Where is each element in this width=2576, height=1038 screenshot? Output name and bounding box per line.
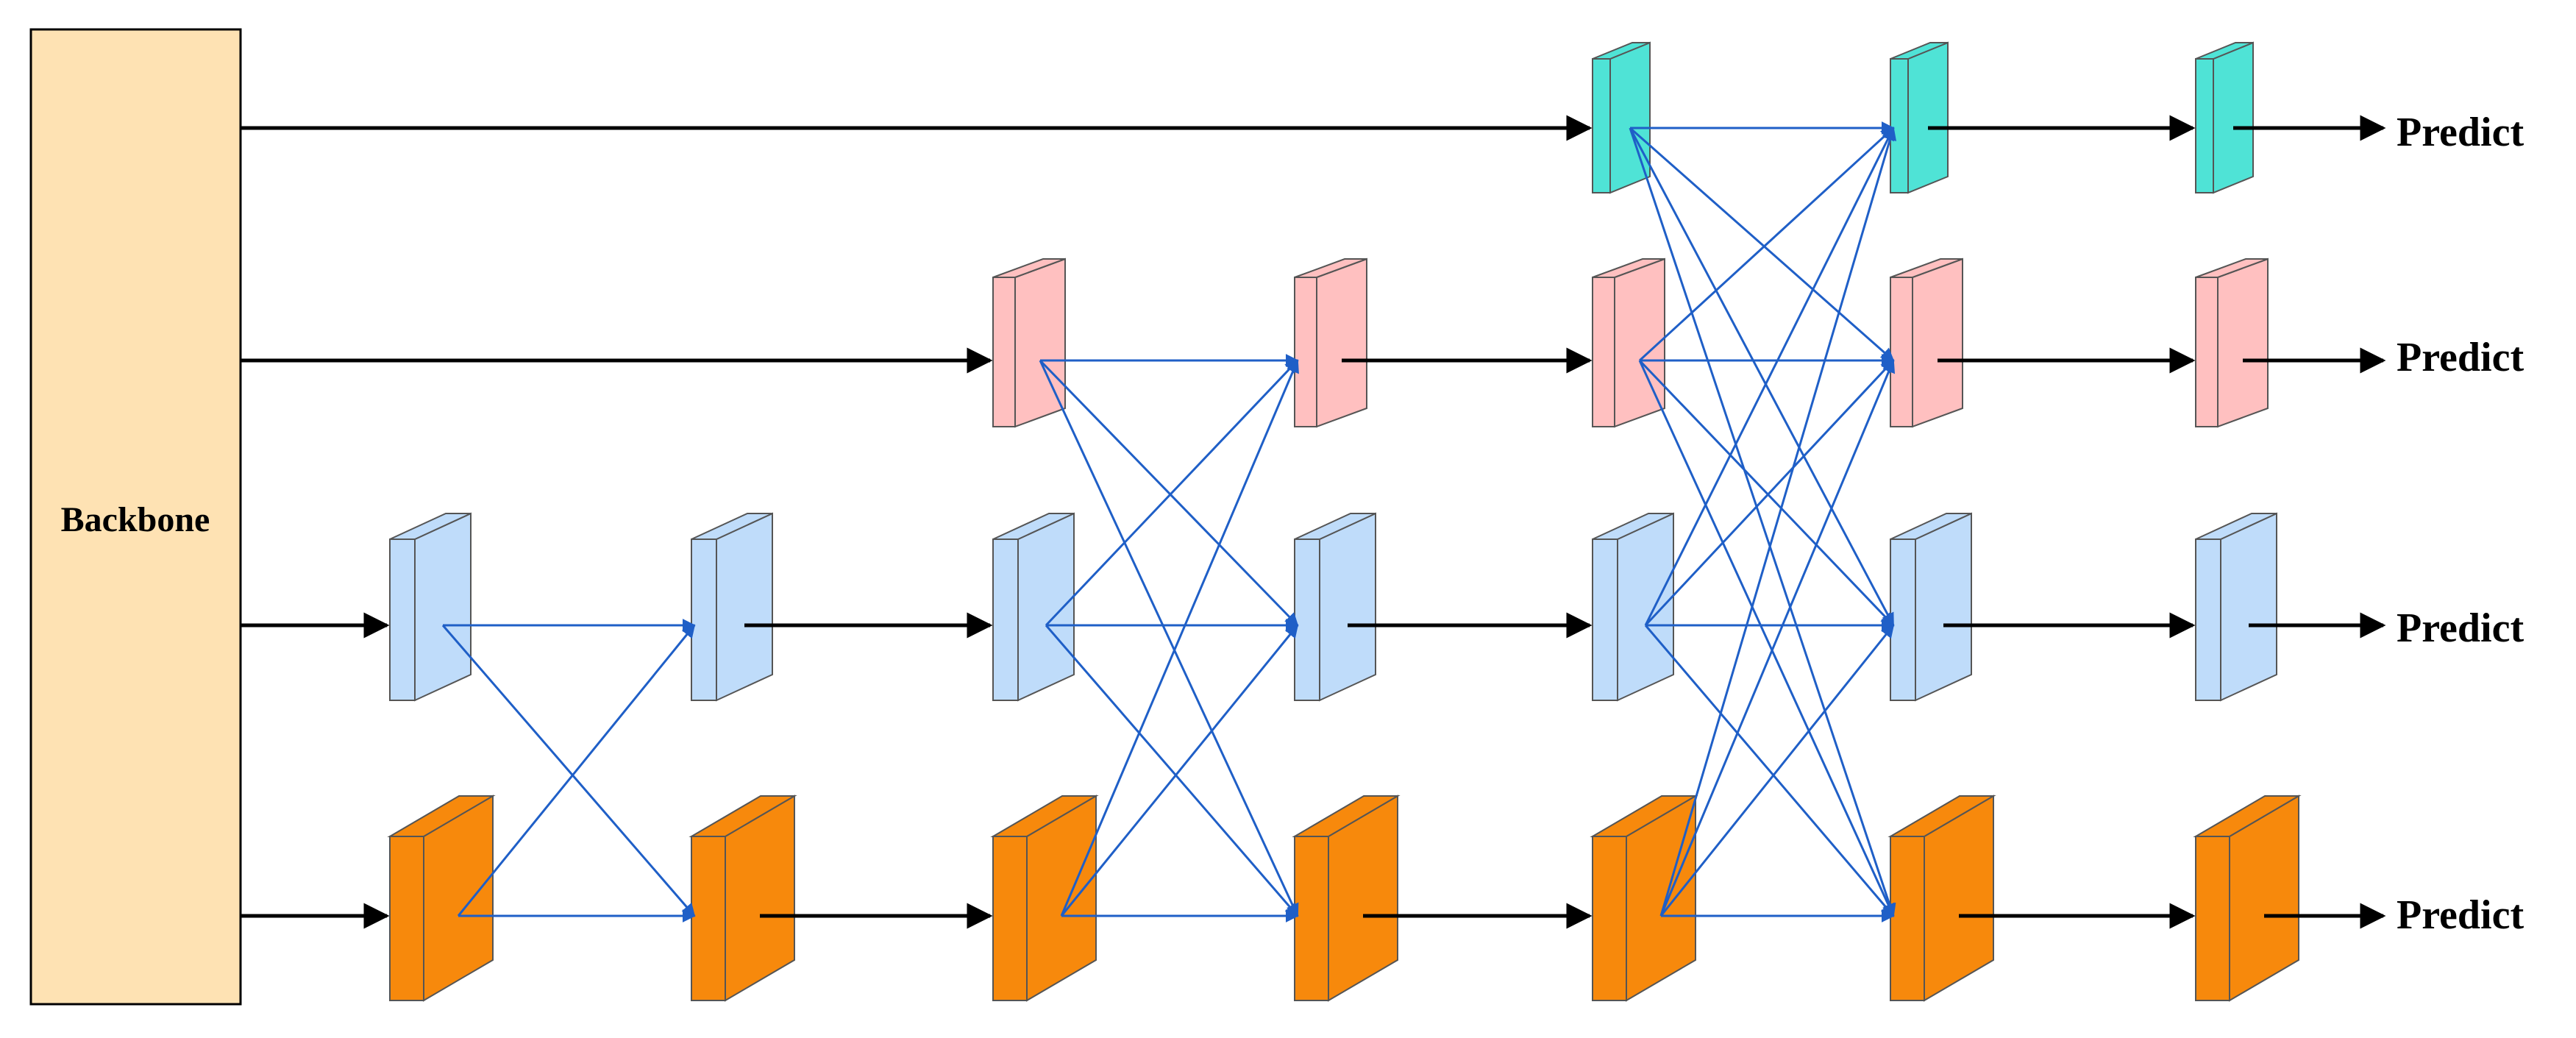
feature-map-side-face	[1319, 512, 1376, 702]
fusion-arrow	[1659, 127, 1897, 917]
feature-map-front-face	[691, 836, 726, 1001]
feature-map-icon	[1592, 41, 1651, 194]
fusion-arrow	[1644, 625, 1895, 917]
feature-map-icon	[1890, 257, 1963, 428]
feature-map-side-face	[2213, 41, 2254, 194]
feature-map-front-face	[992, 277, 1016, 427]
feature-map-front-face	[691, 538, 717, 701]
feature-map-side-face	[1617, 512, 1674, 702]
feature-map-icon	[1887, 795, 1996, 1002]
black-arrows	[241, 115, 2386, 929]
fusion-arrow	[1045, 625, 1299, 917]
feature-map-front-face	[1592, 58, 1611, 193]
feature-map-front-face	[2195, 277, 2219, 427]
fusion-arrow	[1629, 127, 1895, 627]
feature-map-front-face	[992, 538, 1019, 701]
feature-map-front-face	[992, 836, 1028, 1001]
feature-map-front-face	[1890, 538, 1916, 701]
backbone-label: Backbone	[61, 500, 210, 539]
feature-map-icon	[2195, 257, 2269, 428]
fusion-arrow	[1638, 127, 1895, 362]
predict-labels: Predict Predict Predict Predict	[2397, 110, 2524, 938]
feature-map-icon	[689, 795, 797, 1002]
feature-map-front-face	[1890, 58, 1909, 193]
fusion-arrow	[1659, 624, 1895, 917]
feature-map-front-face	[389, 538, 416, 701]
predict-label-level-3: Predict	[2397, 605, 2524, 651]
fusion-arrow	[1644, 359, 1895, 627]
feature-map-icon	[691, 512, 773, 702]
feature-map-icon	[1590, 795, 1698, 1002]
feature-map-side-face	[1614, 257, 1665, 428]
feature-map-side-face	[1915, 512, 1972, 702]
fusion-arrow	[1039, 359, 1299, 627]
feature-map-side-face	[2217, 257, 2269, 428]
predict-label-level-2: Predict	[2397, 335, 2524, 380]
feature-map-front-face	[1592, 277, 1615, 427]
feature-map-icon	[1890, 41, 1949, 194]
feature-map-side-face	[1907, 41, 1949, 194]
fusion-arrow	[1638, 360, 1895, 917]
feature-map-side-face	[1017, 512, 1075, 702]
feature-map-front-face	[2195, 58, 2214, 193]
feature-map-side-face	[2220, 512, 2277, 702]
feature-map-front-face	[1890, 277, 1913, 427]
fusion-arrow	[1644, 127, 1895, 626]
feature-map-front-face	[1294, 277, 1317, 427]
feature-map-icon	[990, 795, 1099, 1002]
feature-map-blocks	[387, 41, 2302, 1002]
feature-map-side-face	[1014, 257, 1066, 428]
backbone-block: Backbone	[29, 28, 242, 1006]
feature-map-side-face	[716, 512, 773, 702]
feature-map-icon	[992, 512, 1075, 702]
feature-map-side-face	[414, 512, 472, 702]
feature-map-front-face	[2195, 836, 2230, 1001]
feature-map-icon	[992, 257, 1066, 428]
feature-map-front-face	[389, 836, 424, 1001]
predict-label-level-1: Predict	[2397, 110, 2524, 155]
fusion-arrow	[457, 624, 696, 917]
fusion-arrow	[1060, 624, 1299, 917]
feature-map-icon	[1294, 512, 1376, 702]
feature-map-icon	[1890, 512, 1972, 702]
fusion-arrow	[1039, 360, 1299, 917]
backbone-rect	[29, 28, 242, 1006]
predict-label-level-4: Predict	[2397, 892, 2524, 938]
fusion-arrow	[1638, 359, 1895, 627]
fusion-arrow	[441, 625, 696, 917]
feature-map-icon	[1294, 257, 1367, 428]
feature-map-side-face	[1316, 257, 1367, 428]
fusion-arrow	[1045, 359, 1299, 627]
feature-map-front-face	[1592, 836, 1627, 1001]
blue-fusion-arrows	[441, 121, 1897, 923]
fusion-arrow	[1629, 127, 1895, 362]
feature-map-icon	[389, 512, 472, 702]
feature-map-front-face	[2195, 538, 2221, 701]
feature-map-icon	[2193, 795, 2302, 1002]
feature-map-front-face	[1890, 836, 1925, 1001]
feature-map-icon	[2195, 512, 2277, 702]
feature-map-icon	[387, 795, 496, 1002]
fusion-arrow	[1060, 359, 1299, 917]
feature-map-front-face	[1294, 538, 1320, 701]
feature-map-icon	[1592, 512, 1674, 702]
fusion-arrow	[1659, 359, 1896, 917]
feature-map-front-face	[1592, 538, 1618, 701]
feature-map-icon	[1592, 257, 1665, 428]
feature-map-icon	[1292, 795, 1401, 1002]
feature-map-icon	[2195, 41, 2254, 194]
feature-map-front-face	[1294, 836, 1329, 1001]
feature-map-side-face	[1912, 257, 1963, 428]
fusion-arrow	[1629, 127, 1896, 917]
